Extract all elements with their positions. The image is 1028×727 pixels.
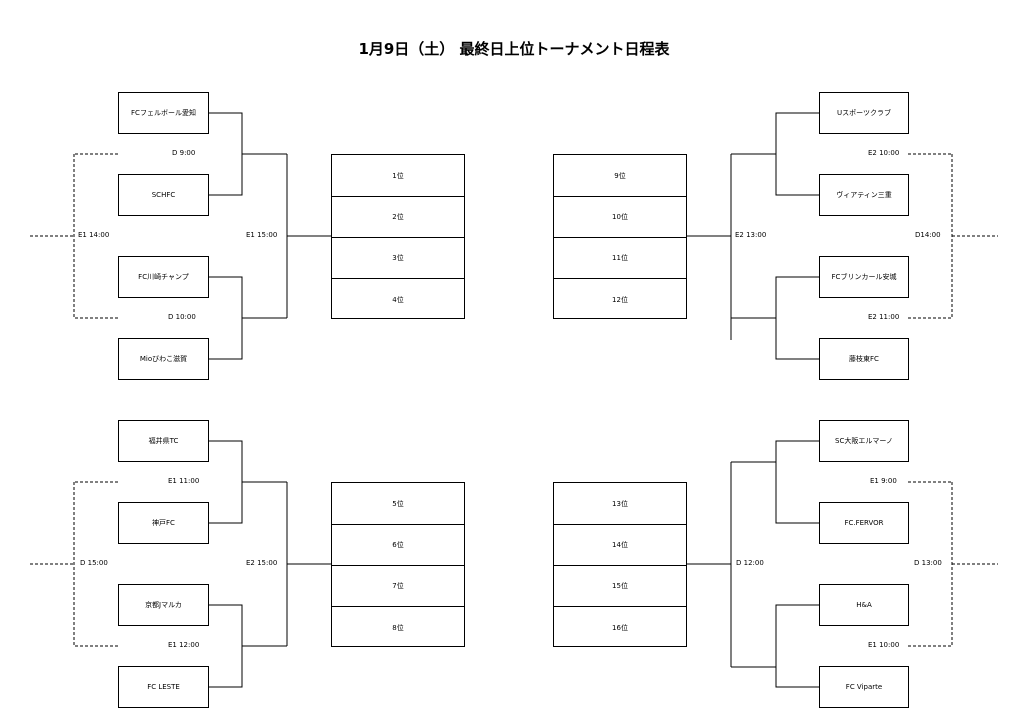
match-time-label: D 9:00 [170,149,198,158]
bracket-line [775,112,820,196]
rank-cell: 6位 [332,525,464,566]
rank-cell: 12位 [612,295,628,304]
team-box: FC川崎チャンプ [118,256,209,298]
team-box: FC.FERVOR [819,502,909,544]
match-time-label: E1 15:00 [244,231,280,240]
match-time-label: D 13:00 [912,559,944,568]
rank-cell: 8位 [392,623,404,632]
match-time-label: E1 9:00 [868,477,899,486]
match-time-label: E2 15:00 [244,559,280,568]
match-time-label: E1 10:00 [866,641,902,650]
team-box: H&A [819,584,909,626]
match-time-label: E1 12:00 [166,641,202,650]
match-time-label: E1 14:00 [76,231,112,240]
page-title: 1月9日（土） 最終日上位トーナメント日程表 [358,40,670,58]
rank-table-bottom-right: 13位 14位 15位 16位 [553,482,687,647]
team-box: 藤枝東FC [819,338,909,380]
team-box: FC LESTE [118,666,209,708]
bracket-line [775,276,820,360]
rank-table-top-left: 1位 2位 3位 4位 [331,154,465,319]
rank-cell: 11位 [554,238,686,279]
rank-cell: 16位 [612,623,628,632]
rank-cell: 13位 [554,483,686,525]
match-time-label: D 10:00 [166,313,198,322]
team-box: Uスポーツクラブ [819,92,909,134]
rank-cell: 2位 [332,197,464,238]
bracket-line [208,276,243,360]
rank-cell: 14位 [554,525,686,566]
team-box: 神戸FC [118,502,209,544]
rank-cell: 3位 [332,238,464,279]
rank-cell: 15位 [554,566,686,607]
rank-table-bottom-left: 5位 6位 7位 8位 [331,482,465,647]
team-box: ヴィアティン三重 [819,174,909,216]
bracket-line [208,604,243,688]
rank-cell: 1位 [332,155,464,197]
match-time-label: D 12:00 [734,559,766,568]
bracket-line [775,604,820,688]
team-box: 京都Jマルカ [118,584,209,626]
match-time-label: E2 11:00 [866,313,902,322]
rank-table-top-right: 9位 10位 11位 12位 [553,154,687,319]
bracket-line [208,112,243,196]
bracket-line [775,440,820,524]
rank-cell: 10位 [554,197,686,238]
match-time-label: E2 10:00 [866,149,902,158]
team-box: SCHFC [118,174,209,216]
team-box: FCフェルボール愛知 [118,92,209,134]
team-box: FCブリンカール安城 [819,256,909,298]
rank-cell: 7位 [332,566,464,607]
match-time-label: D14:00 [913,231,943,240]
team-box: SC大阪エルマーノ [819,420,909,462]
rank-cell: 5位 [332,483,464,525]
team-box: 福井県TC [118,420,209,462]
team-box: FC Viparte [819,666,909,708]
bracket-line [208,440,243,524]
team-box: Mioびわこ滋賀 [118,338,209,380]
match-time-label: E1 11:00 [166,477,202,486]
match-time-label: D 15:00 [78,559,110,568]
rank-cell: 4位 [392,295,404,304]
rank-cell: 9位 [554,155,686,197]
match-time-label: E2 13:00 [733,231,769,240]
